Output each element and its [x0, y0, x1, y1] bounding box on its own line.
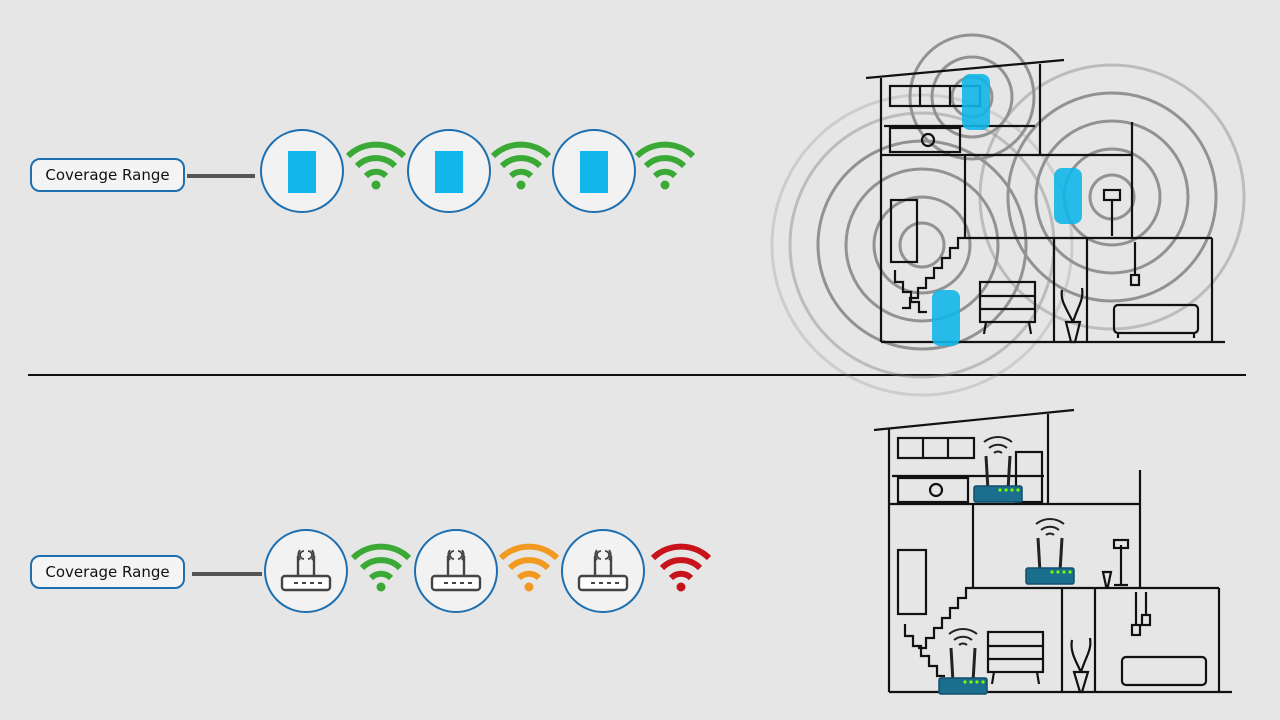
router-icon	[937, 627, 989, 696]
router-icon	[414, 529, 498, 613]
wifi-signal-icon	[493, 145, 549, 189]
mesh-node-icon	[932, 290, 960, 346]
router-icon	[972, 435, 1024, 504]
router-icon	[561, 529, 645, 613]
house-cutaway-illustration	[770, 33, 1246, 397]
top-coverage-label: Coverage Range	[30, 158, 185, 192]
wifi-signal-icon	[501, 547, 557, 591]
router-icon	[264, 529, 348, 613]
coverage-rings	[770, 33, 1246, 397]
wifi-signal-icon	[653, 547, 709, 591]
router-icon	[1024, 517, 1076, 586]
mesh-node-icon	[260, 129, 344, 213]
house-cutaway-illustration	[873, 408, 1232, 696]
wifi-signal-icon	[637, 145, 693, 189]
mesh-node-icon	[1054, 168, 1082, 224]
mesh-node-icon	[552, 129, 636, 213]
bottom-coverage-label: Coverage Range	[30, 555, 185, 589]
mesh-node-icon	[407, 129, 491, 213]
mesh-node-icon	[962, 74, 990, 130]
wifi-signal-icon	[353, 547, 409, 591]
wifi-signal-icon	[348, 145, 404, 189]
